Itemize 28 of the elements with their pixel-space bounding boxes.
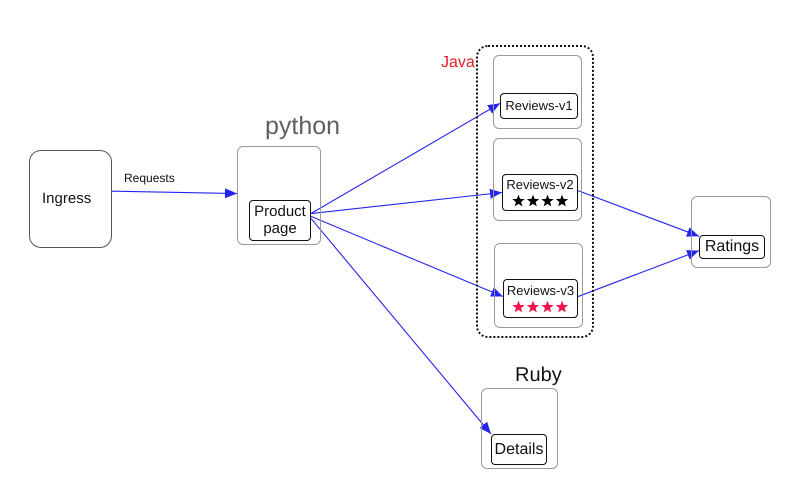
node-label: Ingress — [42, 190, 92, 208]
node-label: Ratings — [704, 238, 760, 256]
service-box — [503, 279, 578, 318]
arrow — [310, 218, 492, 434]
service-box — [502, 174, 578, 211]
service-box — [699, 235, 765, 259]
node-label: Details — [494, 440, 544, 458]
service-box — [500, 93, 578, 119]
container-box — [691, 196, 771, 268]
container-box — [493, 55, 582, 129]
node-label: Reviews-v1 — [505, 98, 573, 114]
node-label: Reviews-v3 — [506, 284, 574, 299]
edge-label: Requests — [123, 172, 176, 186]
arrow — [578, 190, 700, 237]
node-label: Reviews-v2 — [506, 178, 574, 193]
language-label: Java — [441, 55, 475, 71]
service-box — [491, 434, 547, 465]
arrow — [112, 188, 238, 198]
arrow — [578, 250, 700, 298]
container-box — [494, 243, 583, 328]
arrow — [310, 216, 504, 298]
arrow — [310, 102, 500, 214]
container-box — [493, 138, 582, 221]
language-label: Ruby — [515, 365, 562, 385]
language-label: python — [265, 114, 340, 139]
node-label: Product page — [253, 204, 307, 238]
arrow — [310, 188, 502, 214]
gateway-box — [29, 150, 112, 248]
